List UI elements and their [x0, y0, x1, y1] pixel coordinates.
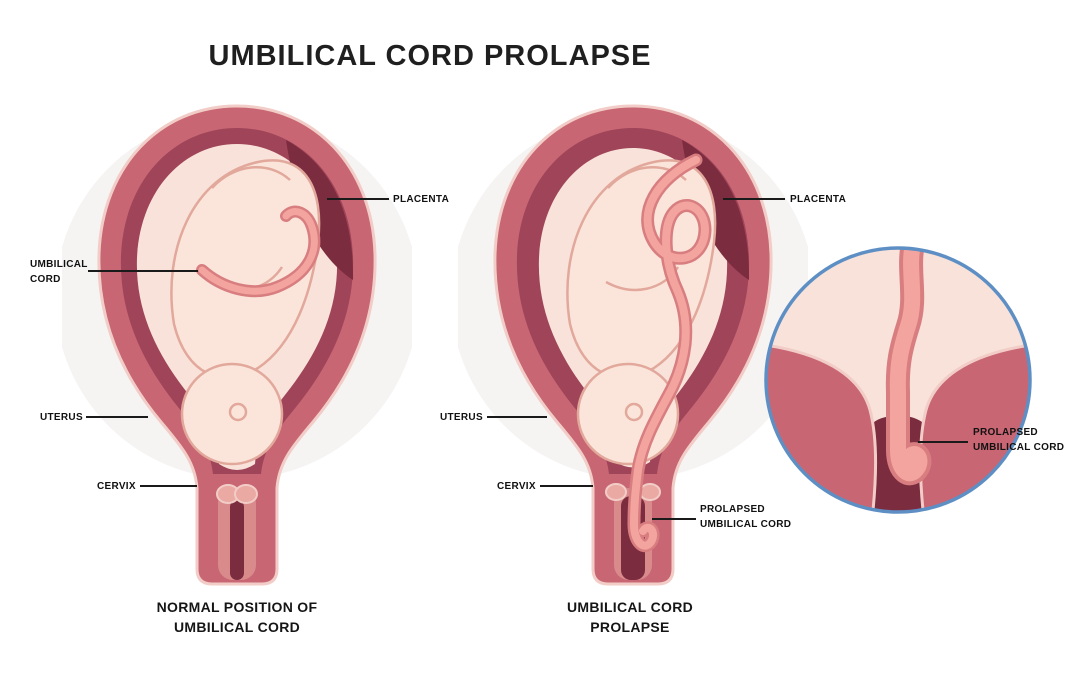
prolapse-diagram-caption: UMBILICAL CORD PROLAPSE	[520, 597, 740, 638]
leader-line-umbilical-cord	[88, 270, 198, 272]
inset-prolapsed-cord-label: PROLAPSED UMBILICAL CORD	[973, 426, 1064, 455]
prolapse-caption-line2: PROLAPSE	[590, 619, 670, 636]
inset-circle-ring	[764, 246, 1032, 514]
inset-prolapsed-cord-label-line2: UMBILICAL CORD	[973, 441, 1065, 453]
umbilical-cord-label-line2: CORD	[30, 273, 61, 285]
uterus-label-text: UTERUS	[40, 412, 83, 423]
cervix-inset-illustration	[764, 246, 1032, 514]
placenta-label-right: PLACENTA	[790, 193, 846, 208]
inset-prolapsed-cord-shape	[885, 248, 932, 486]
cervix-label-right: CERVIX	[497, 480, 536, 495]
prolapsed-cord-label: PROLAPSED UMBILICAL CORD	[700, 503, 791, 532]
umbilical-cord-label: UMBILICAL CORD	[30, 258, 88, 287]
cervix-label-text: CERVIX	[97, 481, 136, 492]
leader-line-cervix-left	[140, 485, 197, 487]
cervix-canal	[216, 484, 258, 580]
uterus-label-text: UTERUS	[440, 412, 483, 423]
leader-line-cervix-right	[540, 485, 593, 487]
leader-line-uterus-left	[86, 416, 148, 418]
leader-line-uterus-right	[487, 416, 547, 418]
normal-caption-line2: UMBILICAL CORD	[173, 619, 301, 636]
inset-prolapsed-cord-label-line1: PROLAPSED	[973, 427, 1038, 438]
cervix-label-text: CERVIX	[497, 481, 536, 492]
leader-line-placenta-right	[723, 198, 785, 200]
prolapse-uterus-illustration	[458, 104, 808, 586]
normal-uterus-illustration	[62, 104, 412, 586]
uterus-label-left: UTERUS	[40, 411, 83, 426]
prolapsed-cord-label-line2: UMBILICAL CORD	[700, 518, 792, 530]
page-title: UMBILICAL CORD PROLAPSE	[208, 40, 652, 72]
uterus-label-right: UTERUS	[440, 411, 483, 426]
leader-line-placenta-left	[327, 198, 389, 200]
leader-line-inset-prolapsed-cord	[918, 441, 968, 443]
umbilical-cord-shape	[196, 205, 321, 298]
prolapsed-cord-label-line1: PROLAPSED	[700, 504, 765, 515]
placenta-label-text: PLACENTA	[790, 194, 847, 205]
prolapsed-umbilical-cord-shape	[627, 153, 712, 552]
prolapse-caption-line1: UMBILICAL CORD	[566, 599, 694, 615]
normal-caption-line1: NORMAL POSITION OF	[156, 599, 318, 615]
normal-diagram-caption: NORMAL POSITION OF UMBILICAL CORD	[112, 597, 362, 638]
cervix-label-left: CERVIX	[97, 480, 136, 495]
placenta-label-left: PLACENTA	[393, 193, 449, 208]
leader-line-prolapsed-cord	[652, 518, 696, 520]
placenta-label-text: PLACENTA	[393, 194, 450, 205]
umbilical-cord-label-line1: UMBILICAL	[30, 259, 88, 270]
